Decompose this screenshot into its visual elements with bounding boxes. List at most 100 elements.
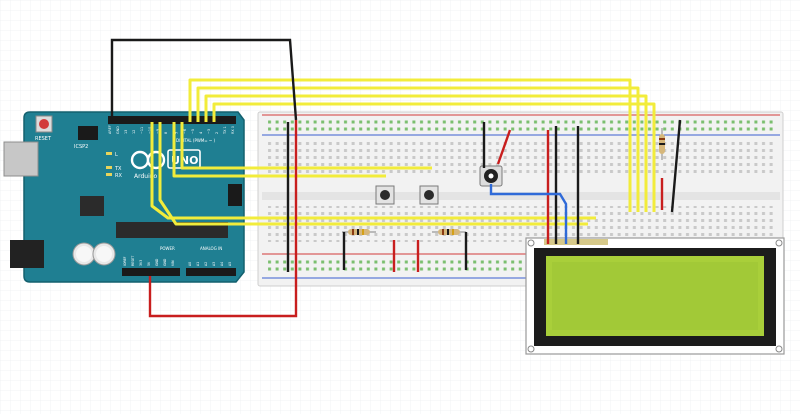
power-header — [122, 268, 180, 276]
power-pin-5v: 5V — [147, 261, 151, 266]
resistor-1 — [342, 229, 376, 235]
wire-pin-d6-button[interactable] — [180, 122, 432, 170]
power-pin-3v3: 3V3 — [139, 260, 143, 266]
pin-label-4: 4 — [199, 132, 203, 134]
blue-contrast-wire[interactable] — [489, 184, 568, 244]
pin-label-8: 8 — [164, 132, 168, 134]
wire-pin-d5-lcd[interactable] — [188, 78, 632, 212]
pin-label-12: 12 — [132, 130, 136, 134]
pin-label-7: 7 — [175, 132, 179, 134]
lcd-screen-glass — [552, 262, 758, 330]
capacitor-2-top — [96, 246, 112, 262]
potentiometer[interactable] — [479, 165, 503, 187]
resistor-3-band-2 — [659, 143, 665, 145]
red-power-wires[interactable] — [148, 120, 664, 318]
status-leds: L TX RX — [106, 152, 122, 179]
resistor-2-band-3 — [452, 229, 454, 235]
pin-label-9: ~9 — [156, 129, 160, 134]
capacitor-1-top — [76, 246, 92, 262]
pushbutton-2[interactable] — [419, 185, 439, 205]
analog-pin-a5: A5 — [228, 262, 232, 266]
pin-label-6: ~6 — [183, 129, 187, 134]
wire-5v-arduino[interactable] — [148, 120, 298, 318]
resistor-3-band-1 — [659, 138, 665, 140]
pin-label-13: 13 — [124, 130, 128, 134]
resistor-2-band-2 — [447, 229, 449, 235]
resistor-2 — [432, 229, 466, 235]
power-pin-gnd-1: GND — [155, 258, 159, 266]
pin-label-5: ~5 — [191, 129, 195, 134]
wire-pin-d7-button[interactable] — [172, 122, 386, 178]
center-channel — [262, 192, 780, 200]
usb-chip — [80, 196, 104, 216]
pushbutton-1[interactable] — [375, 185, 395, 205]
analog-in-label: ANALOG IN — [200, 246, 222, 251]
wire-pin-d8-lcd-en[interactable] — [158, 122, 588, 226]
wire-gnd-lcd-k[interactable] — [670, 119, 682, 213]
analog-pin-a0: A0 — [188, 262, 192, 266]
digital-label: DIGITAL (PWM= ~ ) — [176, 138, 216, 143]
analog-pin-a2: A2 — [204, 262, 208, 266]
usb-connector — [3, 141, 39, 177]
wire-gnd-arduino-top[interactable] — [110, 38, 298, 122]
led-label-tx: TX — [114, 166, 122, 172]
power-pin-ioref: IOREF — [123, 256, 127, 266]
pin-label-2: 2 — [215, 132, 219, 134]
pushbutton-1-cap[interactable] — [380, 190, 390, 200]
potentiometer-knob-center[interactable] — [488, 173, 494, 179]
atmega-chip — [116, 222, 228, 238]
digital-header — [108, 116, 236, 124]
led-l — [106, 152, 112, 155]
arduino-logo: UNO Arduino — [130, 149, 201, 180]
pin-label-11: ~11 — [140, 127, 144, 134]
lcd-mount-hole-tr — [775, 239, 783, 247]
resistor-3 — [659, 128, 665, 160]
led-label-rx: RX — [115, 173, 122, 179]
analog-header — [186, 268, 236, 276]
wire-5v-pot[interactable] — [496, 129, 512, 165]
resistor-2-band-1 — [442, 229, 444, 235]
icsp2-label: ICSP2 — [74, 144, 88, 150]
terminal-strip-upper — [268, 140, 774, 176]
resistor-1-band-2 — [357, 229, 359, 235]
power-pin-vin: VIN — [171, 260, 175, 266]
top-rail-holes — [268, 118, 774, 132]
lcd-mount-hole-bl — [527, 345, 535, 353]
yellow-signal-wires[interactable] — [150, 78, 656, 226]
led-label-l: L — [115, 152, 118, 158]
pin-label-tx1: TX 1 — [223, 126, 227, 135]
wire-pin-d9-lcd-rs[interactable] — [150, 122, 596, 220]
pin-label-10: ~10 — [148, 127, 152, 134]
pushbutton-2-cap[interactable] — [424, 190, 434, 200]
analog-pin-a1: A1 — [196, 262, 200, 266]
reset-button-cap[interactable] — [39, 119, 49, 129]
wire-pin-d2-lcd[interactable] — [212, 102, 656, 212]
pin-label-rx0: RX 0 — [231, 126, 235, 134]
power-pin-gnd-2: GND — [163, 258, 167, 266]
analog-pin-a3: A3 — [212, 262, 216, 266]
wire-pin-d4-lcd[interactable] — [196, 86, 640, 212]
wire-pin-d3-lcd[interactable] — [204, 94, 648, 212]
pin-label-gnd: GND — [116, 126, 120, 134]
arduino-uno: RESET ICSP2 AREF GND 13 12 ~11 ~10 ~9 8 … — [3, 111, 245, 283]
resistor-1-band-3 — [362, 229, 364, 235]
reset-label: RESET — [35, 136, 52, 142]
resistor-1-band-1 — [352, 229, 354, 235]
black-ground-wires[interactable] — [110, 38, 682, 272]
pin-label-aref: AREF — [108, 125, 112, 134]
power-label: POWER — [160, 246, 175, 251]
wire-pot-lcd-vo[interactable] — [489, 184, 568, 244]
power-jack — [10, 240, 44, 268]
power-pin-reset: RESET — [131, 256, 135, 266]
logo-brand-text: Arduino — [134, 173, 158, 180]
lcd-pin-strip — [544, 239, 608, 245]
logo-uno-text: UNO — [171, 154, 199, 167]
icsp-header — [228, 184, 242, 206]
lcd-mount-hole-tl — [527, 239, 535, 247]
lcd-mount-hole-br — [775, 345, 783, 353]
header-pin-labels: AREF GND 13 12 ~11 ~10 ~9 8 7 ~6 ~5 4 ~3… — [108, 125, 235, 135]
pin-label-3: ~3 — [207, 129, 211, 134]
power-pin-labels: IOREF RESET 3V3 5V GND GND VIN — [123, 256, 175, 266]
lcd-module — [525, 237, 785, 355]
